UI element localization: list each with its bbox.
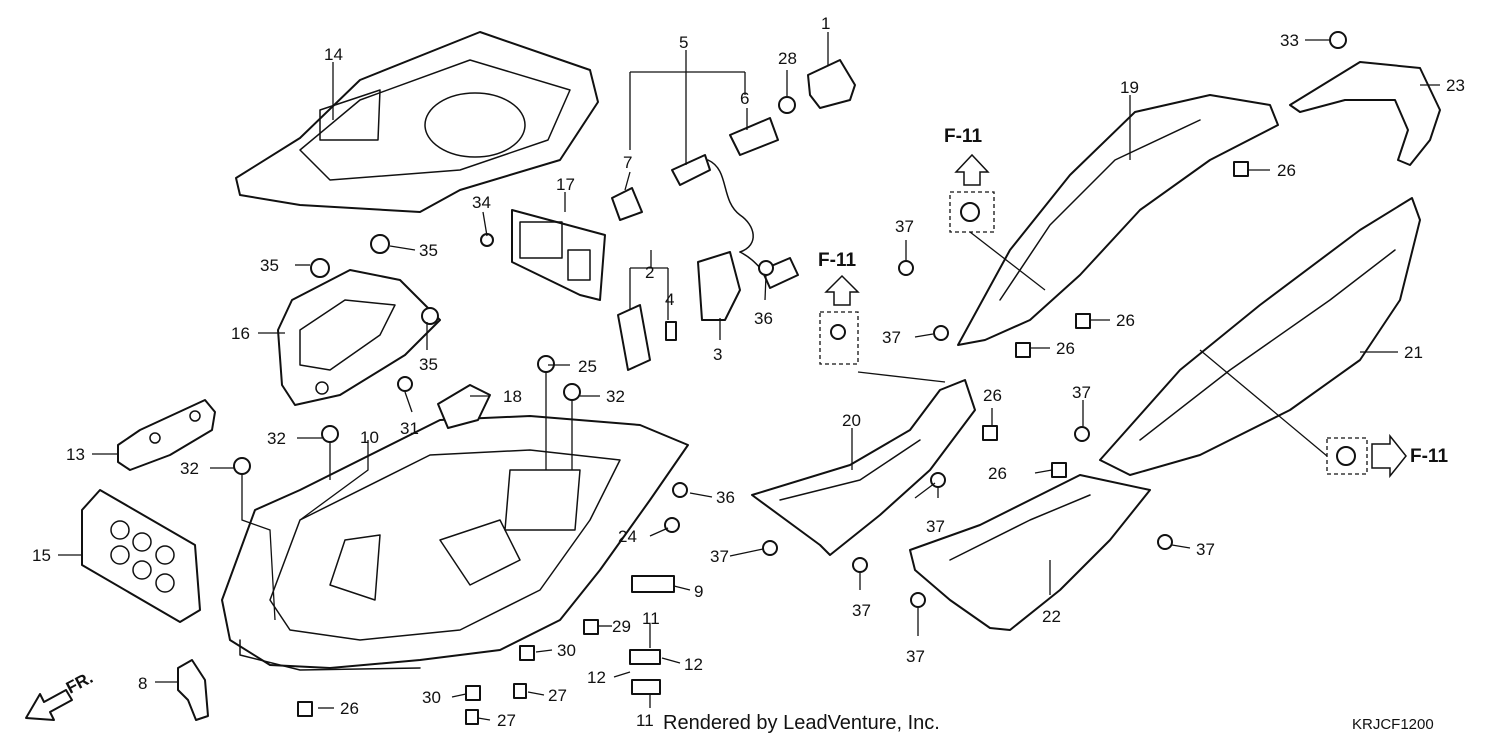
- rendered-by-credit: Rendered by LeadVenture, Inc.: [663, 712, 940, 734]
- callout-26f: 26: [340, 699, 359, 718]
- part-1-lock[interactable]: [807, 59, 856, 109]
- callout-27a: 27: [548, 686, 567, 705]
- part-17-bracket[interactable]: [511, 209, 606, 301]
- callout-8: 8: [138, 674, 147, 693]
- callout-33: 33: [1280, 31, 1299, 50]
- callout-26c: 26: [1056, 339, 1075, 358]
- callout-36a: 36: [754, 309, 773, 328]
- callout-27b: 27: [497, 711, 516, 730]
- part-28-washer[interactable]: [778, 96, 796, 114]
- part-20-center-cover[interactable]: [751, 379, 976, 556]
- callout-6: 6: [740, 89, 749, 108]
- part-13-bracket[interactable]: [117, 399, 216, 471]
- callout-21: 21: [1404, 343, 1423, 362]
- callout-25: 25: [578, 357, 597, 376]
- ref-label-1: F-11: [944, 126, 982, 147]
- part-7-grommet[interactable]: [611, 187, 643, 221]
- front-marker: FR.: [25, 668, 96, 721]
- callout-11a: 11: [642, 609, 660, 628]
- callout-numbers: 1 2 3 4 5 6 7 8 9 10 11 11 12 12 13 14 1…: [32, 14, 1465, 730]
- callout-13: 13: [66, 445, 85, 464]
- callout-37c: 37: [926, 517, 945, 536]
- callout-15: 15: [32, 546, 51, 565]
- callout-26d: 26: [983, 386, 1002, 405]
- part-14-tray[interactable]: [235, 31, 599, 213]
- callout-29: 29: [612, 617, 631, 636]
- callout-37e: 37: [852, 601, 871, 620]
- callout-36b: 36: [716, 488, 735, 507]
- callout-37b: 37: [882, 328, 901, 347]
- callout-2: 2: [645, 263, 654, 282]
- callout-22: 22: [1042, 607, 1061, 626]
- part-19-side-cover[interactable]: [957, 94, 1279, 346]
- callout-37a: 37: [895, 217, 914, 236]
- callout-26b: 26: [1116, 311, 1135, 330]
- callout-26a: 26: [1277, 161, 1296, 180]
- callout-30b: 30: [422, 688, 441, 707]
- fasteners: [233, 31, 1356, 725]
- part-21-body-cover[interactable]: [1099, 197, 1421, 476]
- callout-32a: 32: [606, 387, 625, 406]
- callout-1: 1: [821, 14, 830, 33]
- part-6-cylinder[interactable]: [729, 117, 779, 156]
- callout-7: 7: [623, 153, 632, 172]
- diagram-code: KRJCF1200: [1352, 716, 1434, 733]
- part-5-cable[interactable]: [671, 154, 799, 289]
- leader-lines: [58, 32, 1440, 721]
- callout-3: 3: [713, 345, 722, 364]
- callout-32b: 32: [267, 429, 286, 448]
- callout-9: 9: [694, 582, 703, 601]
- ref-arrow-3: F-11: [1371, 433, 1448, 479]
- callout-37h: 37: [1072, 383, 1091, 402]
- callout-37d: 37: [710, 547, 729, 566]
- callout-12b: 12: [684, 655, 703, 674]
- callout-12a: 12: [587, 668, 606, 687]
- callout-37g: 37: [1196, 540, 1215, 559]
- callout-28: 28: [778, 49, 797, 68]
- callout-16: 16: [231, 324, 250, 343]
- ref-arrow-1: F-11: [944, 126, 990, 186]
- part-8-clip[interactable]: [177, 659, 209, 721]
- callout-32c: 32: [180, 459, 199, 478]
- ref-arrow-2: F-11: [818, 250, 860, 306]
- part-10-luggage-box[interactable]: [221, 415, 689, 671]
- callout-34: 34: [472, 193, 491, 212]
- callout-5: 5: [679, 33, 688, 52]
- part-16-battery-box[interactable]: [277, 269, 441, 406]
- callout-14: 14: [324, 45, 343, 64]
- callout-37f: 37: [906, 647, 925, 666]
- callout-4: 4: [665, 290, 674, 309]
- callout-11b: 11: [636, 711, 654, 730]
- part-23-rear-grip[interactable]: [1289, 61, 1441, 166]
- ref-label-3: F-11: [1410, 446, 1448, 467]
- callout-18: 18: [503, 387, 522, 406]
- callout-35a: 35: [260, 256, 279, 275]
- callout-35c: 35: [419, 355, 438, 374]
- callout-19: 19: [1120, 78, 1139, 97]
- callout-31: 31: [400, 419, 419, 438]
- ref-label-2: F-11: [818, 250, 856, 271]
- callout-20: 20: [842, 411, 861, 430]
- part-15-mat[interactable]: [81, 489, 201, 623]
- callout-23: 23: [1446, 76, 1465, 95]
- callout-30a: 30: [557, 641, 576, 660]
- callout-26e: 26: [988, 464, 1007, 483]
- part-3-switch-body[interactable]: [697, 251, 741, 321]
- part-2-switch[interactable]: [617, 304, 651, 371]
- callout-24: 24: [618, 527, 637, 546]
- callout-10: 10: [360, 428, 379, 447]
- reference-boxes: [819, 191, 1368, 475]
- callout-35b: 35: [419, 241, 438, 260]
- part-4-pin[interactable]: [665, 321, 677, 341]
- part-22-floor-panel[interactable]: [909, 474, 1151, 631]
- callout-17: 17: [556, 175, 575, 194]
